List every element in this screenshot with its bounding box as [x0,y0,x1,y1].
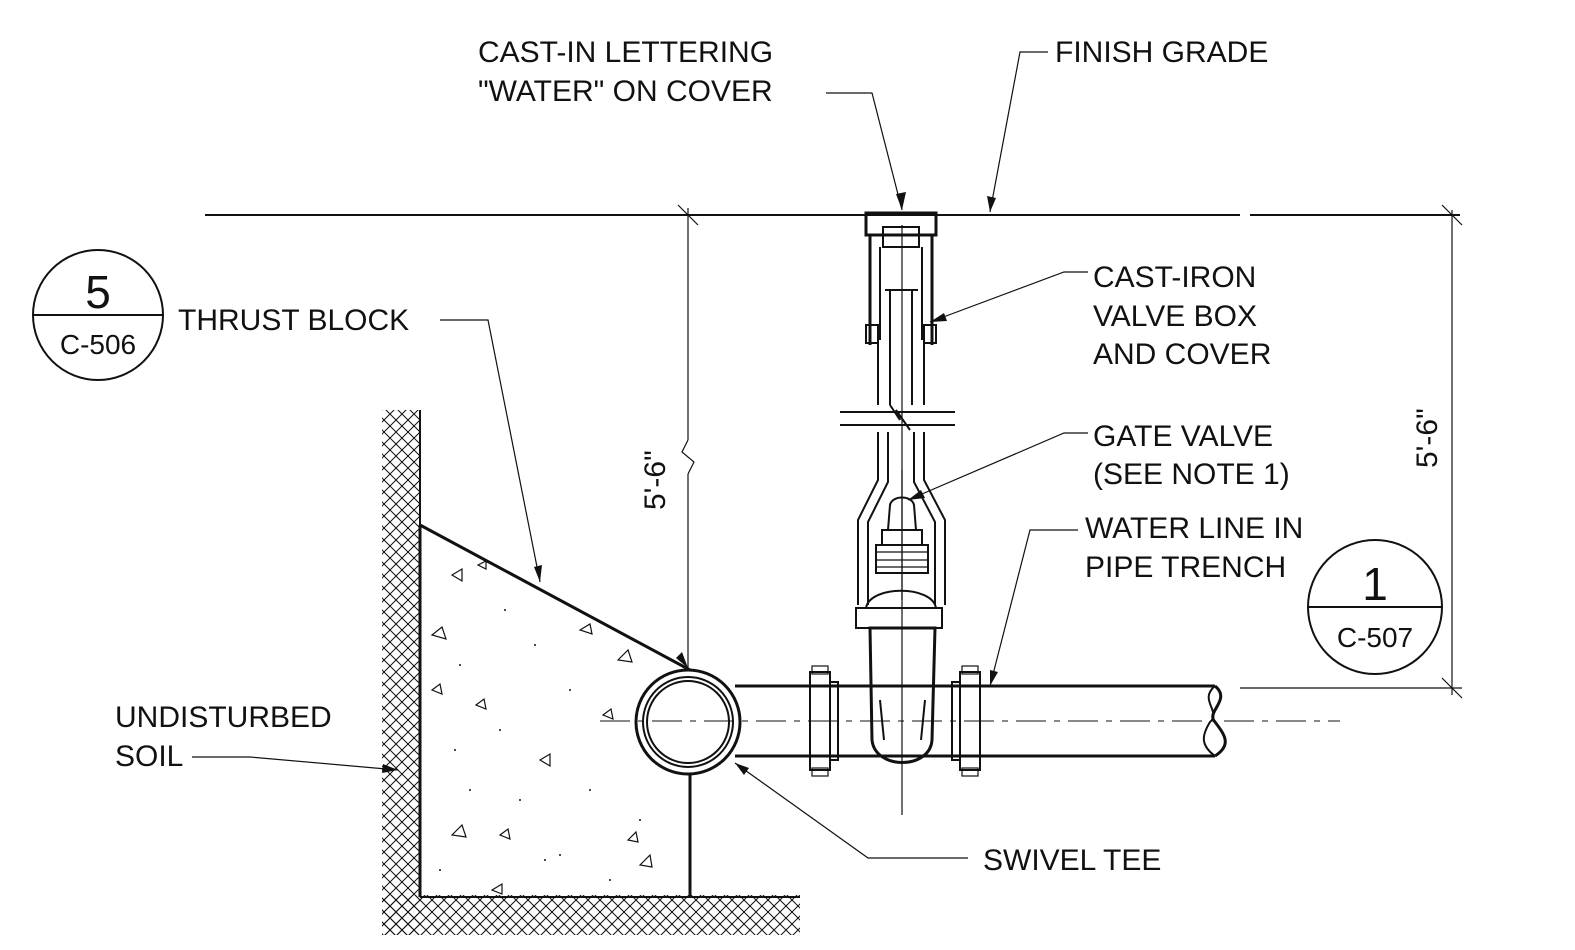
label-cast-in-line2: "WATER" ON COVER [478,75,773,108]
depth-dimension-right: 5'-6" [1411,408,1444,468]
pipe-flanges [809,665,981,777]
label-swivel-tee: SWIVEL TEE [983,844,1161,877]
detail-callout-left[interactable]: 5 C-506 [32,249,164,381]
callout-left-sheet: C-506 [60,329,136,360]
label-thrust-block: THRUST BLOCK [178,304,409,337]
detail-callout-right[interactable]: 1 C-507 [1307,539,1443,675]
dimension-left [677,204,699,670]
leader-lines [192,51,1088,859]
label-valve-box-line1: CAST-IRON [1093,261,1256,294]
label-soil-line1: UNDISTURBED [115,701,332,734]
label-water-line-line1: WATER LINE IN [1085,512,1303,545]
label-valve-box-line3: AND COVER [1093,338,1271,371]
label-gate-valve-line2: (SEE NOTE 1) [1093,458,1290,491]
dimension-right [1240,204,1463,699]
label-valve-box-line2: VALVE BOX [1093,300,1257,333]
label-cast-in-line1: CAST-IN LETTERING [478,36,773,69]
soil-hatch [382,410,800,935]
callout-left-number: 5 [85,266,111,318]
thrust-block [418,523,692,897]
valve-box [840,211,955,815]
callout-right-sheet: C-507 [1337,622,1413,653]
leader-arrowheads [382,192,998,775]
swivel-tee [634,668,742,776]
label-water-line-line2: PIPE TRENCH [1085,551,1286,584]
gate-valve [855,470,943,764]
label-soil-line2: SOIL [115,740,183,773]
label-gate-valve-line1: GATE VALVE [1093,420,1273,453]
callout-right-number: 1 [1362,558,1388,610]
water-main-pipe [600,684,1340,758]
label-finish-grade: FINISH GRADE [1055,36,1268,69]
depth-dimension-left: 5'-6" [639,450,672,510]
